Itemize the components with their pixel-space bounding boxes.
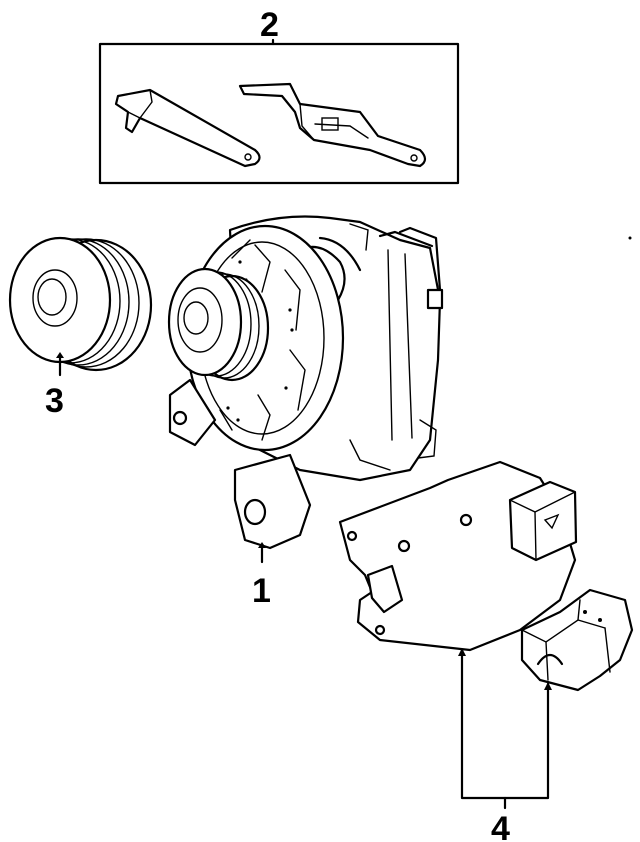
pulley-group: 3 bbox=[8, 236, 153, 420]
terminal-block bbox=[426, 288, 444, 310]
isolator-block-lower bbox=[520, 588, 634, 692]
callout-2-group: 2 bbox=[98, 6, 460, 185]
isolator-block-upper bbox=[508, 480, 578, 562]
mounting-ear-upper bbox=[168, 378, 217, 447]
pulley-face bbox=[8, 236, 112, 364]
alternator-pulley-face bbox=[167, 267, 243, 377]
alternator-group: 1 bbox=[167, 215, 444, 610]
bracket-kit-box bbox=[98, 42, 460, 185]
callout-2-label[interactable]: 2 bbox=[260, 6, 279, 44]
callout-4-label[interactable]: 4 bbox=[491, 810, 510, 842]
left-strap-bracket bbox=[114, 88, 261, 168]
plate-tab bbox=[366, 564, 404, 614]
bracket-plate-group: 4 bbox=[338, 460, 634, 842]
callout-3-label[interactable]: 3 bbox=[45, 382, 64, 420]
callout-1-label[interactable]: 1 bbox=[252, 572, 271, 610]
right-bent-bracket bbox=[238, 82, 427, 168]
speck-mark bbox=[628, 236, 632, 240]
